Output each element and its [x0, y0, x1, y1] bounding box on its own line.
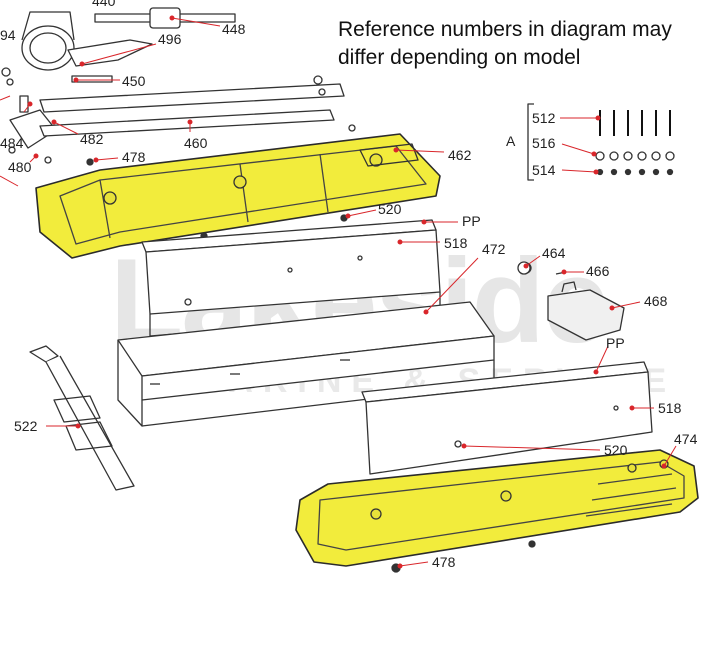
callout-464: 464 — [542, 245, 566, 261]
tool-522 — [29, 345, 135, 491]
kit-item-516: 516 — [532, 135, 556, 151]
callout-478-bottom: 478 — [432, 554, 456, 570]
callout-462: 462 — [448, 147, 472, 163]
callout-460: 460 — [184, 135, 208, 151]
reference-note: Reference numbers in diagram may differ … — [338, 16, 708, 72]
bolts-512 — [599, 110, 671, 136]
callout-468: 468 — [644, 293, 668, 309]
kit-item-514: 514 — [532, 162, 556, 178]
callout-520-top: 520 — [378, 201, 402, 217]
rail-518-lower — [361, 361, 653, 475]
callout-labels: 440 448 496 450 94 484 482 460 480 478 4… — [0, 0, 698, 570]
callout-480: 480 — [8, 159, 32, 175]
callout-520-bottom: 520 — [604, 442, 628, 458]
callout-522: 522 — [14, 418, 38, 434]
hardware-kit-a — [527, 103, 675, 181]
callout-484: 484 — [0, 135, 24, 151]
callout-pp-bottom: PP — [606, 335, 625, 351]
callout-466: 466 — [586, 263, 610, 279]
washers-516 — [595, 151, 675, 161]
callout-482: 482 — [80, 131, 104, 147]
kit-group-label: A — [506, 133, 516, 149]
leader-lines — [0, 15, 677, 569]
reference-note-line-2: differ depending on model — [338, 46, 581, 69]
bracket-468 — [517, 261, 625, 341]
callout-474: 474 — [674, 431, 698, 447]
callout-pp-top: PP — [462, 213, 481, 229]
callout-494: 94 — [0, 27, 16, 43]
mount-assembly — [1, 7, 356, 164]
reference-note-line-1: Reference numbers in diagram may — [338, 18, 672, 41]
callout-440: 440 — [92, 0, 116, 9]
callout-450: 450 — [122, 73, 146, 89]
side-cover-474 — [295, 449, 699, 573]
side-cover-462 — [35, 133, 441, 259]
callout-518-bottom: 518 — [658, 400, 682, 416]
callout-518-top: 518 — [444, 235, 468, 251]
nuts-514 — [596, 168, 674, 176]
callout-496: 496 — [158, 31, 182, 47]
kit-item-512: 512 — [532, 110, 556, 126]
callout-472: 472 — [482, 241, 506, 257]
callout-448: 448 — [222, 21, 246, 37]
rail-518-upper — [141, 219, 441, 337]
callout-478-top: 478 — [122, 149, 146, 165]
